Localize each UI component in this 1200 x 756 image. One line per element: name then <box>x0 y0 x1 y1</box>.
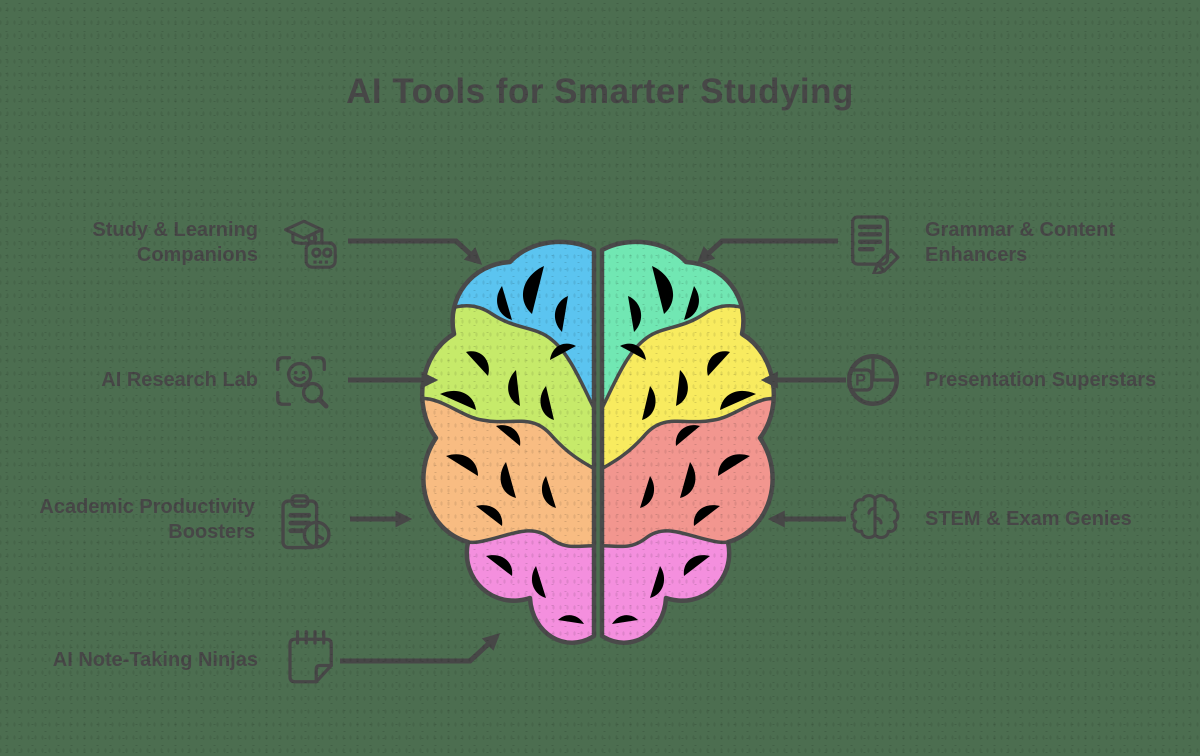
label-stem-exam-genies: STEM & Exam Genies <box>925 508 1132 530</box>
left-occipital-lobe <box>422 527 594 643</box>
scan-search-icon <box>270 350 332 412</box>
brain-illustration <box>408 234 788 658</box>
label-ai-research-lab: AI Research Lab <box>101 369 258 391</box>
label-presentation-superstars: Presentation Superstars <box>925 369 1157 391</box>
clipboard-clock-icon <box>274 492 336 554</box>
document-pencil-icon <box>845 212 905 274</box>
right-occipital-lobe <box>602 527 774 643</box>
label-academic-productivity-boosters: Academic Productivity Boosters <box>39 496 255 543</box>
notepad-icon <box>280 626 340 690</box>
page-title: AI Tools for Smarter Studying <box>346 72 854 111</box>
right-hemisphere <box>596 242 788 658</box>
label-study-learning-companions: Study & Learning Companions <box>92 219 258 266</box>
presentation-pie-icon: P <box>843 350 903 410</box>
label-grammar-content-enhancers: Grammar & Content Enhancers <box>925 219 1116 266</box>
left-hemisphere <box>408 242 600 658</box>
mini-brain-icon <box>846 488 904 548</box>
presentation-icon-letter: P <box>855 372 866 390</box>
label-ai-note-taking-ninjas: AI Note-Taking Ninjas <box>52 649 258 671</box>
graduation-cap-robot-icon <box>282 214 340 272</box>
